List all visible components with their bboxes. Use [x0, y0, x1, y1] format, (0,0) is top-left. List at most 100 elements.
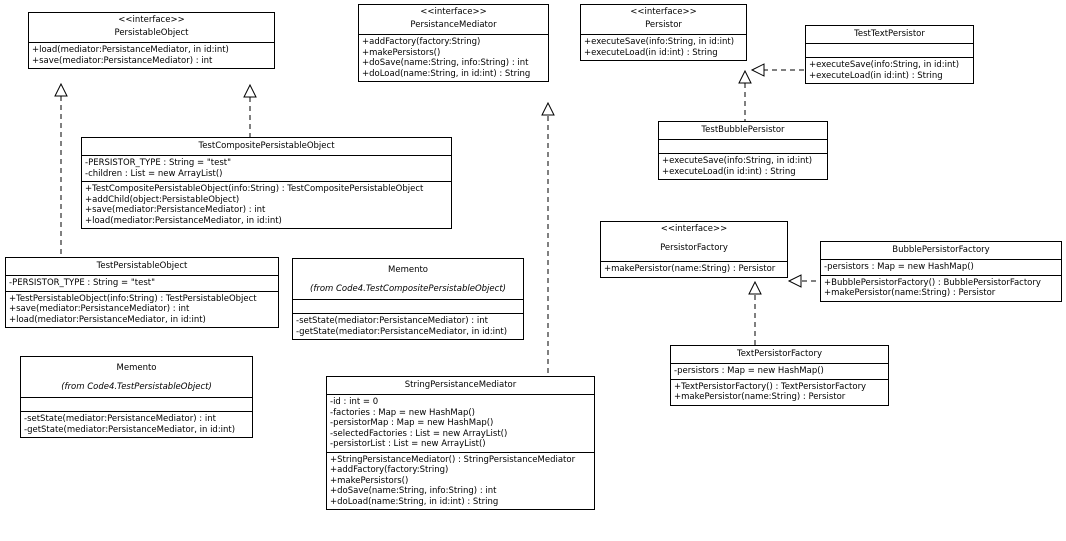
- class-name: Persistor: [645, 20, 682, 30]
- operations-compartment: -setState(mediator:PersistanceMediator) …: [293, 313, 523, 339]
- operation: +TextPersistorFactory() : TextPersistorF…: [674, 381, 867, 392]
- operation: +doSave(name:String, info:String) : int: [362, 58, 529, 68]
- attributes-compartment: -PERSISTOR_TYPE : String = "test": [6, 275, 278, 291]
- operation: +StringPersistanceMediator() : StringPer…: [330, 454, 576, 465]
- operations-compartment: +TestPersistableObject(info:String) : Te…: [6, 290, 278, 328]
- attributes-compartment: -persistors : Map = new HashMap(): [671, 363, 888, 379]
- operation: +makePersistors(): [362, 47, 441, 58]
- class-name: StringPersistanceMediator: [404, 380, 517, 390]
- operation: +executeLoad(in id:int) : String: [662, 166, 796, 177]
- operations-compartment: +BubblePersistorFactory() : BubblePersis…: [821, 274, 1061, 301]
- class-name: PersistorFactory: [660, 243, 728, 253]
- attribute: -persistors : Map = new HashMap(): [824, 262, 974, 272]
- operation: +executeLoad(in id:int) : String: [584, 47, 718, 58]
- arrowhead-stringmediator: [541, 101, 555, 116]
- operations-compartment: +executeSave(info:String, in id:int) +ex…: [581, 34, 746, 60]
- class-memento-simple[interactable]: Memento (from Code4.TestPersistableObjec…: [20, 356, 253, 438]
- attribute: -children : List = new ArrayList(): [85, 168, 223, 179]
- arrowhead-textfactory: [748, 280, 762, 295]
- attributes-compartment: -persistors : Map = new HashMap(): [821, 259, 1061, 275]
- operation: +TestCompositePersistableObject(info:Str…: [85, 184, 424, 194]
- operation: +makePersistor(name:String) : Persistor: [604, 264, 776, 274]
- attributes-compartment: [293, 299, 523, 313]
- operation: +executeSave(info:String, in id:int): [809, 60, 960, 70]
- attributes-compartment: [21, 397, 252, 411]
- class-name: TextPersistorFactory: [736, 349, 823, 359]
- class-test-text-persistor[interactable]: TestTextPersistor +executeSave(info:Stri…: [805, 25, 974, 84]
- operation: +makePersistor(name:String) : Persistor: [674, 392, 846, 402]
- operation: +save(mediator:PersistanceMediator) : in…: [85, 205, 266, 215]
- class-name: PersistableObject: [114, 28, 189, 38]
- operation: -setState(mediator:PersistanceMediator) …: [24, 414, 216, 424]
- class-test-bubble-persistor[interactable]: TestBubblePersistor +executeSave(info:St…: [658, 121, 828, 180]
- stereotype: <<interface>>: [420, 7, 487, 17]
- attribute: -factories : Map = new HashMap(): [330, 407, 475, 418]
- arrowhead-bubblepersistor: [738, 69, 752, 84]
- operation: +makePersistor(name:String) : Persistor: [824, 288, 996, 298]
- operation: -setState(mediator:PersistanceMediator) …: [296, 316, 488, 326]
- class-persistable-object[interactable]: <<interface>> PersistableObject +load(me…: [28, 12, 275, 69]
- attributes-compartment: -id : int = 0 -factories : Map = new Has…: [327, 394, 594, 452]
- arrowhead-texttpersistor: [750, 63, 765, 77]
- stereotype: <<interface>>: [630, 7, 697, 17]
- class-test-composite-persistable-object[interactable]: TestCompositePersistableObject -PERSISTO…: [81, 137, 452, 229]
- operations-compartment: +makePersistor(name:String) : Persistor: [601, 261, 787, 277]
- operations-compartment: +executeSave(info:String, in id:int) +ex…: [806, 57, 973, 83]
- class-persistor[interactable]: <<interface>> Persistor +executeSave(inf…: [580, 4, 747, 61]
- attribute: -persistorMap : Map = new HashMap(): [330, 418, 494, 428]
- stereotype: <<interface>>: [118, 15, 185, 25]
- class-name: PersistanceMediator: [410, 20, 497, 30]
- class-name: TestTextPersistor: [854, 29, 925, 39]
- class-name: TestPersistableObject: [96, 261, 188, 271]
- attribute: -PERSISTOR_TYPE : String = "test": [9, 278, 155, 288]
- class-persistance-mediator[interactable]: <<interface>> PersistanceMediator +addFa…: [358, 4, 549, 82]
- operation: +doLoad(name:String, in id:int) : String: [362, 68, 531, 79]
- operation: +executeLoad(in id:int) : String: [809, 70, 943, 81]
- operation: -getState(mediator:PersistanceMediator, …: [296, 326, 508, 337]
- operation: +doSave(name:String, info:String) : int: [330, 486, 497, 496]
- attribute: -PERSISTOR_TYPE : String = "test": [85, 158, 231, 168]
- class-name: TestBubblePersistor: [701, 125, 785, 135]
- operations-compartment: +load(mediator:PersistanceMediator, in i…: [29, 42, 274, 68]
- operations-compartment: -setState(mediator:PersistanceMediator) …: [21, 411, 252, 437]
- from-package-note: (from Code4.TestPersistableObject): [61, 382, 212, 392]
- operation: +save(mediator:PersistanceMediator) : in…: [32, 55, 213, 66]
- from-package-note: (from Code4.TestCompositePersistableObje…: [310, 284, 506, 294]
- operations-compartment: +TestCompositePersistableObject(info:Str…: [82, 181, 451, 228]
- attribute: -selectedFactories : List = new ArrayLis…: [330, 428, 508, 439]
- class-string-persistance-mediator[interactable]: StringPersistanceMediator -id : int = 0 …: [326, 376, 595, 510]
- operation: +load(mediator:PersistanceMediator, in i…: [85, 215, 282, 226]
- operation: +addFactory(factory:String): [330, 465, 449, 475]
- class-memento-composite[interactable]: Memento (from Code4.TestCompositePersist…: [292, 258, 524, 340]
- operation: +addChild(object:PersistableObject): [85, 194, 240, 205]
- arrowhead-testpersistable: [54, 82, 68, 97]
- attributes-compartment: -PERSISTOR_TYPE : String = "test" -child…: [82, 155, 451, 181]
- operations-compartment: +StringPersistanceMediator() : StringPer…: [327, 451, 594, 510]
- operation: +executeSave(info:String, in id:int): [584, 37, 735, 47]
- operation: +save(mediator:PersistanceMediator) : in…: [9, 304, 190, 314]
- class-text-persistor-factory[interactable]: TextPersistorFactory -persistors : Map =…: [670, 345, 889, 406]
- arrowhead-bubblefactory: [787, 274, 802, 288]
- class-name: TestCompositePersistableObject: [198, 141, 335, 151]
- class-name: Memento: [116, 363, 157, 373]
- arrowhead-composite: [243, 83, 257, 98]
- attribute: -id : int = 0: [330, 397, 379, 407]
- attributes-compartment: [806, 43, 973, 57]
- operation: +addFactory(factory:String): [362, 37, 481, 47]
- operation: -getState(mediator:PersistanceMediator, …: [24, 424, 236, 435]
- class-test-persistable-object[interactable]: TestPersistableObject -PERSISTOR_TYPE : …: [5, 257, 279, 328]
- attribute: -persistorList : List = new ArrayList(): [330, 439, 486, 449]
- operation: +executeSave(info:String, in id:int): [662, 156, 813, 166]
- class-name: Memento: [388, 265, 428, 275]
- operations-compartment: +addFactory(factory:String) +makePersist…: [359, 34, 548, 81]
- operation: +load(mediator:PersistanceMediator, in i…: [32, 45, 229, 55]
- operations-compartment: +executeSave(info:String, in id:int) +ex…: [659, 153, 827, 179]
- class-name: BubblePersistorFactory: [892, 245, 990, 255]
- operation: +makePersistors(): [330, 475, 409, 486]
- class-persistor-factory[interactable]: <<interface>> PersistorFactory +makePers…: [600, 221, 788, 278]
- attribute: -persistors : Map = new HashMap(): [674, 366, 824, 376]
- operation: +TestPersistableObject(info:String) : Te…: [9, 293, 257, 304]
- operation: +BubblePersistorFactory() : BubblePersis…: [824, 277, 1041, 288]
- class-bubble-persistor-factory[interactable]: BubblePersistorFactory -persistors : Map…: [820, 241, 1062, 302]
